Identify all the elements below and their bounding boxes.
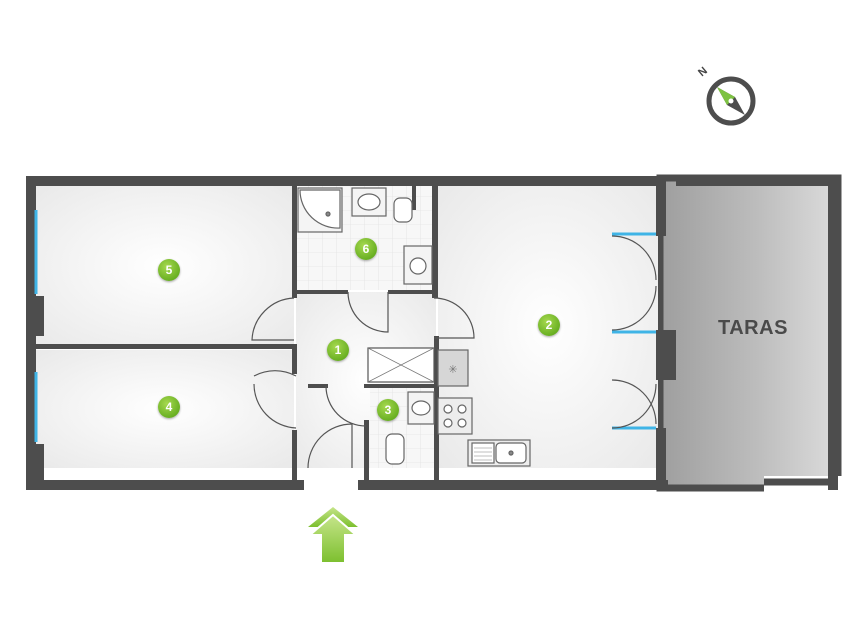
terrace-label: TARAS [718,317,788,339]
wc-fixtures [385,391,435,465]
room-badge-4: 4 [158,396,180,418]
terrace-area [656,174,844,492]
floor-areas [34,186,658,468]
door-swings [251,235,657,469]
bathroom-fixtures [297,187,433,285]
kitchen-fixtures: ✳ [437,349,531,467]
room-badge-5: 5 [158,259,180,281]
room-badge-3: 3 [377,399,399,421]
room-badge-1: 1 [327,339,349,361]
entrance-arrow-icon [307,507,359,564]
compass-icon [706,76,756,126]
room-badge-2: 2 [538,314,560,336]
svg-text:✳: ✳ [448,363,457,376]
walls [26,176,838,490]
storage-box [367,347,435,383]
room-badge-6: 6 [355,238,377,260]
